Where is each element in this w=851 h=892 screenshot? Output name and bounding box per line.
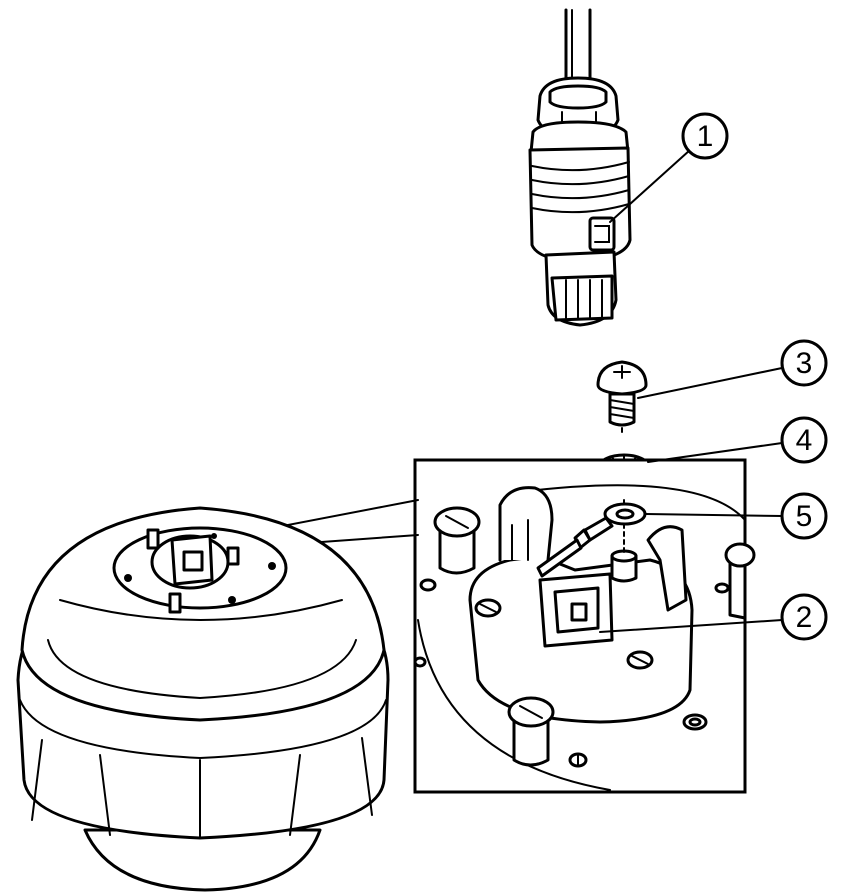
detail-view (413, 458, 756, 794)
callout-1: 1 (609, 112, 729, 223)
callout-3: 3 (637, 339, 828, 399)
dome-camera (16, 506, 390, 892)
callout-1-label: 1 (697, 120, 714, 153)
callout-4: 4 (647, 416, 828, 464)
callout-2-label: 2 (796, 601, 813, 634)
callout-3-label: 3 (796, 347, 813, 380)
callout-5: 5 (645, 492, 828, 540)
callout-4-label: 4 (796, 424, 813, 457)
callout-5-label: 5 (796, 500, 813, 533)
ground-ring-terminal (536, 502, 647, 578)
network-cable-connector (528, 8, 632, 327)
callout-2: 2 (599, 593, 828, 641)
grounding-screw (596, 360, 648, 437)
